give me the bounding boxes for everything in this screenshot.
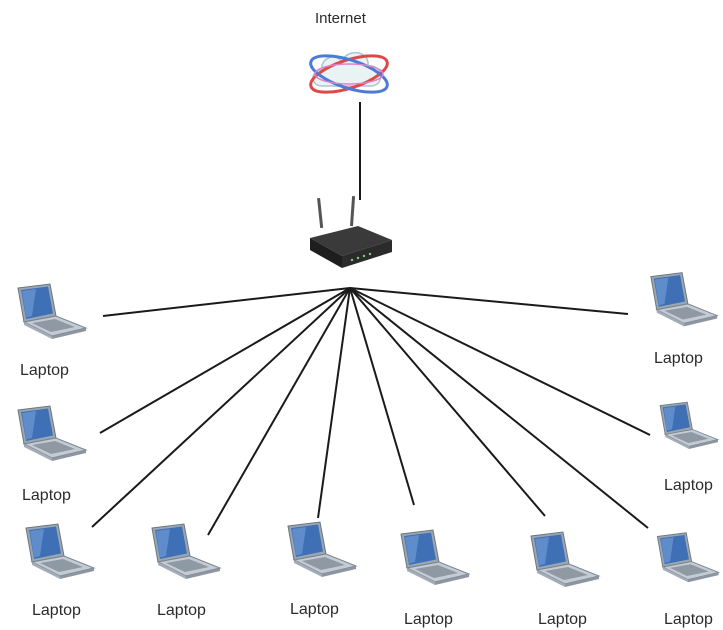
link-line-laptop-7 [349, 287, 546, 517]
laptop-icon [400, 529, 470, 586]
wireless-router-icon [310, 196, 392, 268]
laptop-icon [17, 283, 87, 340]
laptop-icon [530, 531, 600, 588]
laptop-label: Laptop [20, 362, 69, 379]
internet-label: Internet [315, 10, 366, 27]
laptop-label: Laptop [157, 602, 206, 619]
link-line-laptop-2 [99, 287, 351, 434]
laptop-icon [659, 401, 719, 450]
laptop-icon [25, 523, 95, 580]
link-line-laptop-3 [91, 287, 351, 528]
link-line-laptop-8 [349, 287, 649, 529]
laptop-label: Laptop [664, 611, 713, 628]
laptop-label: Laptop [538, 611, 587, 628]
link-line-laptop-5 [317, 287, 351, 519]
laptop-label: Laptop [664, 477, 713, 494]
laptop-icon [656, 532, 720, 583]
link-line-laptop-4 [207, 287, 351, 536]
laptop-label: Laptop [654, 350, 703, 367]
laptop-label: Laptop [22, 487, 71, 504]
laptop-label: Laptop [404, 611, 453, 628]
link-line-laptop-1 [102, 287, 351, 317]
link-line-laptop-9 [349, 287, 651, 436]
laptop-icon [650, 272, 718, 327]
connection-lines [91, 102, 651, 536]
cloud-icon [305, 46, 393, 102]
link-line-laptop-6 [349, 287, 415, 506]
laptop-icon [287, 521, 357, 578]
link-line-laptop-10 [349, 287, 629, 315]
laptop-label: Laptop [32, 602, 81, 619]
laptop-label: Laptop [290, 601, 339, 618]
laptop-icon [17, 405, 87, 462]
